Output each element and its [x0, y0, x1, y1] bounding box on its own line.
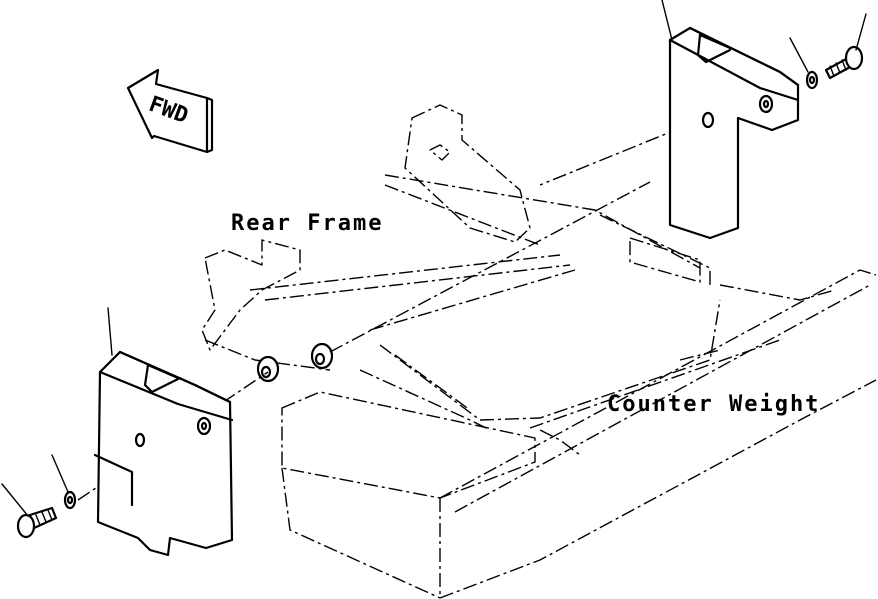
- right-washer-icon: [789, 37, 819, 90]
- rear-frame-label: Rear Frame: [231, 211, 384, 236]
- right-bolt-icon: [824, 13, 867, 80]
- counter-weight-label: Counter Weight: [607, 392, 821, 417]
- right-weight-bracket: [661, 0, 800, 240]
- mounting-boss-right: [310, 342, 334, 370]
- left-bolt-icon: [1, 483, 58, 539]
- left-weight-bracket: [93, 307, 234, 557]
- left-washer-icon: [51, 454, 77, 510]
- counter-weight-outline: [281, 269, 877, 599]
- mounting-boss-left: [256, 355, 280, 383]
- forward-arrow-icon: FWD: [126, 68, 214, 154]
